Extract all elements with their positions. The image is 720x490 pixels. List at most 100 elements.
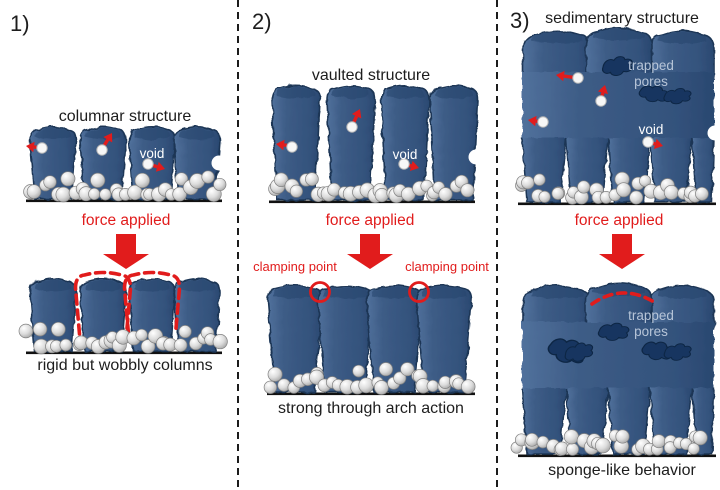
panel2-caption: strong through arch action <box>278 400 464 417</box>
vaulted-structure-bottom <box>263 281 476 396</box>
sphere <box>577 180 591 194</box>
motion-arrow-head <box>409 160 419 171</box>
sphere <box>563 429 579 445</box>
substrate-baseline <box>518 202 716 206</box>
compression-dashed-arc <box>590 291 656 306</box>
panel3-caption: sponge-like behavior <box>548 462 696 479</box>
sphere <box>629 190 644 205</box>
column <box>326 84 376 201</box>
sphere <box>43 175 57 189</box>
column-top-texture <box>531 32 583 44</box>
void-particle-dot <box>572 72 584 84</box>
sphere <box>18 323 34 339</box>
panel2-structure-title: vaulted structure <box>311 67 431 84</box>
panel3-trapped-pores-top-label: trapped pores <box>628 58 674 89</box>
clamping-point-circle-right <box>408 281 430 303</box>
sphere <box>663 184 679 200</box>
force-arrow-icon <box>599 234 645 269</box>
sphere <box>135 328 148 342</box>
sphere <box>88 187 101 201</box>
sphere <box>393 371 407 385</box>
column <box>316 284 374 393</box>
force-arrow-group <box>347 234 393 269</box>
column-top-texture <box>322 287 368 299</box>
sediment-leg <box>691 137 715 203</box>
sphere <box>173 338 188 352</box>
panel2-clamping-label-right: clamping point <box>405 259 489 274</box>
sphere <box>692 430 708 446</box>
substrate-baseline <box>518 454 716 458</box>
sedimentary-structure-top <box>515 26 720 206</box>
sedimentary-structure-bottom <box>510 281 716 458</box>
void-particle-dot <box>595 95 607 107</box>
column-top-texture <box>85 280 121 292</box>
sphere <box>460 379 476 394</box>
column-top-texture <box>435 87 473 99</box>
sphere <box>460 183 475 198</box>
sphere <box>426 379 439 392</box>
sphere <box>651 434 666 449</box>
sphere <box>615 429 630 444</box>
sphere <box>201 170 215 184</box>
sphere <box>59 338 73 352</box>
motion-arrow-head <box>26 141 35 153</box>
column <box>271 84 321 201</box>
sphere <box>352 364 365 378</box>
edge-notch <box>211 155 227 171</box>
sphere <box>90 172 106 188</box>
column-top-texture <box>134 280 170 292</box>
column <box>415 284 473 393</box>
panel2-index: 2) <box>252 9 272 34</box>
sphere <box>305 172 319 186</box>
clamping-point-circle-left <box>309 281 331 303</box>
trapped-pore-blob <box>663 343 692 361</box>
panel1-structure-title: columnar structure <box>58 108 192 125</box>
force-arrow-group <box>103 234 149 269</box>
wobble-dashed-outline <box>122 270 182 336</box>
sphere <box>178 325 192 339</box>
edge-notch <box>707 125 720 141</box>
void-particle-dot <box>398 158 410 170</box>
sphere <box>134 172 150 189</box>
sphere <box>687 442 700 455</box>
column-top-texture <box>272 287 318 299</box>
trapped-pore-blob <box>602 56 633 76</box>
sphere <box>551 187 565 200</box>
sphere <box>99 188 112 201</box>
panel-vaulted: 2) vaulted structure void force applied … <box>239 0 496 490</box>
panel1-index: 1) <box>10 11 30 36</box>
motion-arrow-head <box>276 139 285 151</box>
panel1-void-label: void <box>139 146 165 161</box>
column <box>380 84 430 201</box>
sphere <box>174 172 189 186</box>
panel3-index: 3) <box>510 8 530 33</box>
panel1-force-label: force applied <box>81 212 171 229</box>
sphere <box>374 188 389 203</box>
void-particle-dot <box>96 144 108 156</box>
void-particle-dot <box>36 142 48 154</box>
substrate-baseline <box>267 392 475 396</box>
sphere <box>213 177 227 192</box>
sediment-lobe <box>649 29 715 80</box>
sphere <box>32 322 48 337</box>
sphere <box>212 334 228 350</box>
column-top-texture <box>658 287 706 299</box>
force-arrow-icon <box>103 234 149 269</box>
panel1-caption: rigid but wobbly columns <box>37 357 213 374</box>
motion-arrow-head <box>351 109 362 119</box>
trapped-pore-blob <box>564 342 594 362</box>
motion-arrow-head <box>597 85 608 95</box>
panel-divider-2 <box>495 0 498 490</box>
motion-arrow-head <box>155 161 165 172</box>
motion-arrow-head <box>103 133 113 143</box>
column-top-texture <box>277 87 315 99</box>
wobble-dashed-outline <box>73 270 133 336</box>
sphere <box>50 321 66 337</box>
column <box>429 84 479 201</box>
sphere <box>378 362 393 377</box>
substrate-baseline <box>26 199 222 203</box>
trapped-pore-blob <box>663 87 692 105</box>
panel3-force-label: force applied <box>574 212 664 229</box>
sphere <box>533 173 546 186</box>
panel3-graphic <box>510 26 720 458</box>
